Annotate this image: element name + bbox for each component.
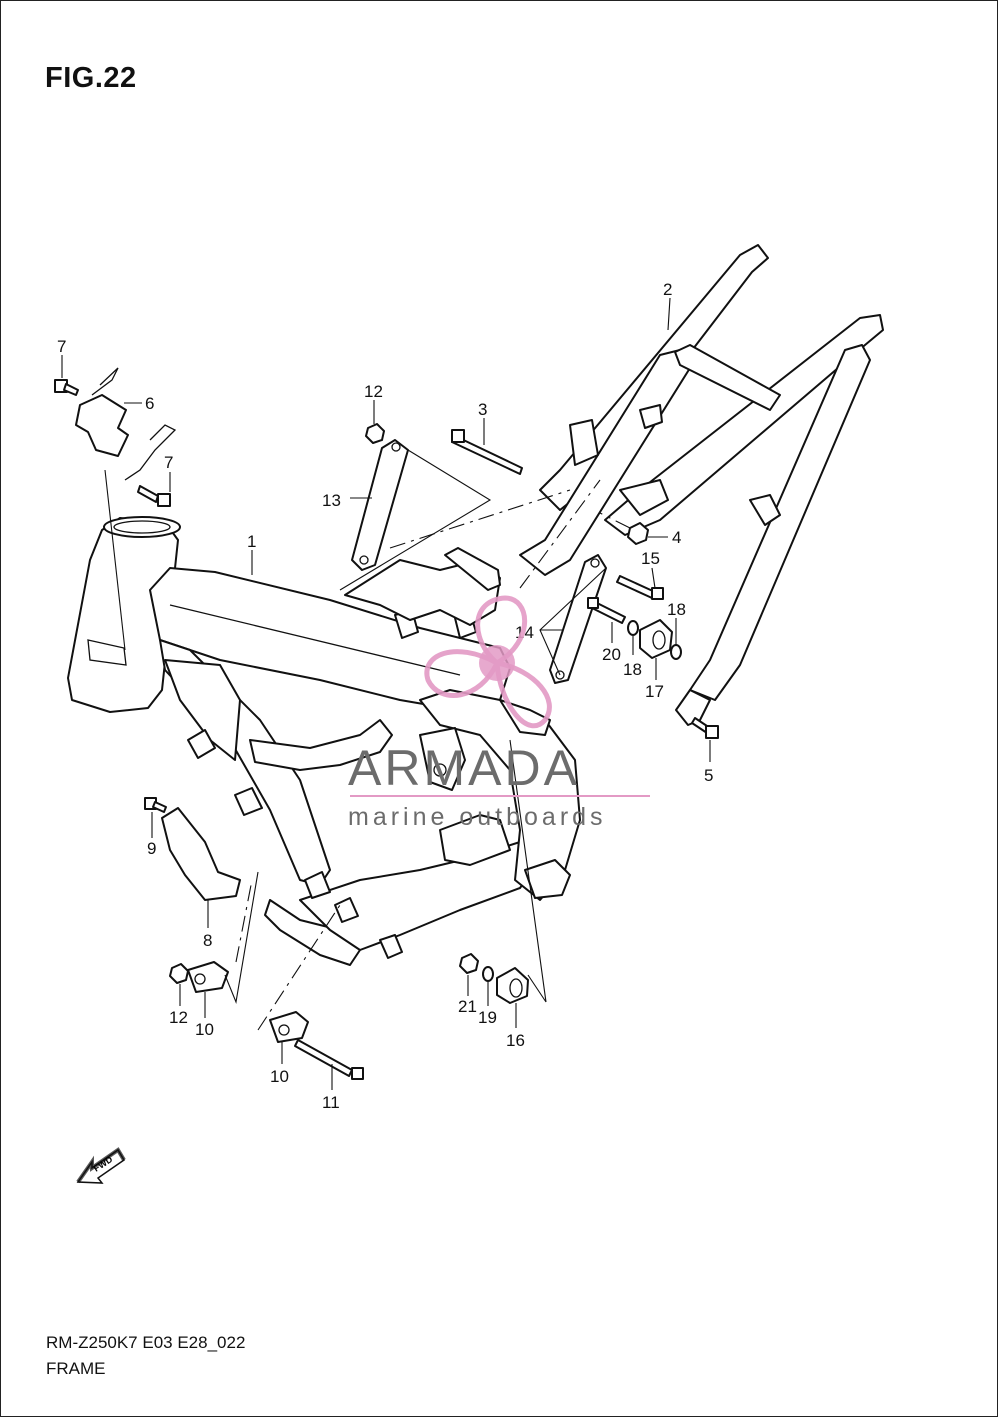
propeller-hub xyxy=(479,645,515,681)
model-code: RM-Z250K7 E03 E28_022 xyxy=(46,1333,246,1352)
assembly-centre-lines xyxy=(235,479,631,1031)
callout-3: 3 xyxy=(478,400,487,419)
callout-18-right: 18 xyxy=(667,600,686,619)
frame-bracket-14 xyxy=(549,554,607,684)
fasteners xyxy=(54,379,719,1080)
callout-4: 4 xyxy=(672,528,681,547)
main-frame xyxy=(67,516,581,966)
callout-21: 21 xyxy=(458,997,477,1016)
armada-watermark: ARMADA marine outboards xyxy=(348,595,650,831)
callout-16: 16 xyxy=(506,1031,525,1050)
callout-15: 15 xyxy=(641,549,660,568)
callout-8: 8 xyxy=(203,931,212,950)
propeller-logo xyxy=(424,595,552,729)
callout-7-lower: 7 xyxy=(164,453,173,472)
engine-guard xyxy=(161,807,241,901)
callout-5: 5 xyxy=(704,766,713,785)
callout-10-lower: 10 xyxy=(270,1067,289,1086)
sub-frame xyxy=(519,244,884,726)
callout-labels: 1 2 3 4 5 6 7 7 8 9 10 10 11 12 12 13 14… xyxy=(57,280,713,1112)
frame-bracket-13 xyxy=(351,439,409,571)
callout-11: 11 xyxy=(322,1093,340,1112)
callout-9: 9 xyxy=(147,839,156,858)
callout-17: 17 xyxy=(645,682,664,701)
callout-2: 2 xyxy=(663,280,672,299)
section-name: FRAME xyxy=(46,1359,106,1378)
callout-19: 19 xyxy=(478,1008,497,1027)
callout-12-upper: 12 xyxy=(364,382,383,401)
watermark-tagline: marine outboards xyxy=(348,803,607,831)
leader-lines xyxy=(61,297,711,1090)
callout-13: 13 xyxy=(322,491,341,510)
callout-6: 6 xyxy=(145,394,154,413)
callout-10-upper: 10 xyxy=(195,1020,214,1039)
watermark-brand: ARMADA xyxy=(348,740,580,796)
callout-7-upper: 7 xyxy=(57,337,66,356)
callout-1: 1 xyxy=(247,532,256,551)
callout-20: 20 xyxy=(602,645,621,664)
callout-12-lower: 12 xyxy=(169,1008,188,1027)
fwd-arrow: FWD xyxy=(76,1147,126,1184)
figure-title: FIG.22 xyxy=(45,62,137,94)
callout-18-left: 18 xyxy=(623,660,642,679)
number-plate-bracket xyxy=(75,367,177,481)
